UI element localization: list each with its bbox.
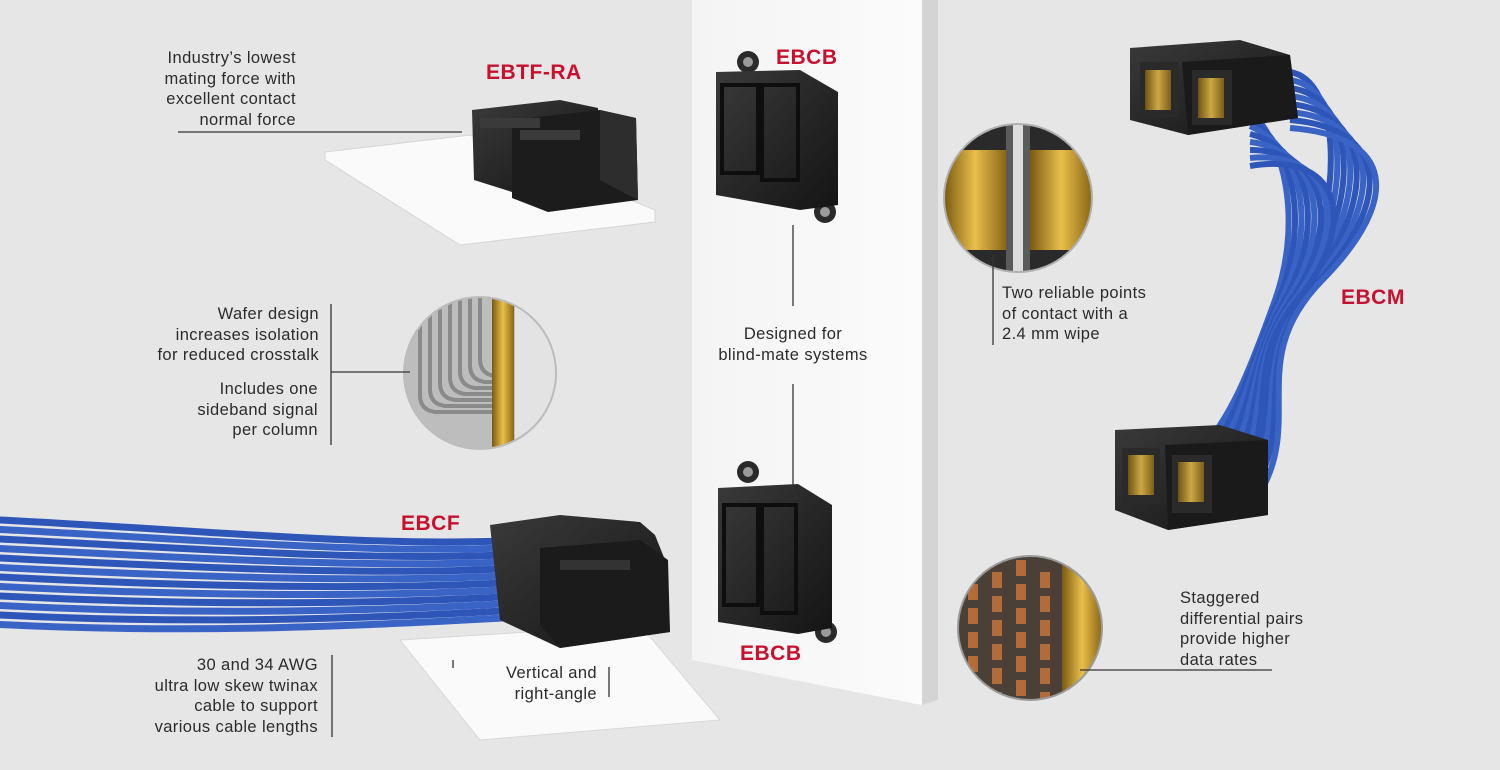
stagger-contact — [992, 668, 1002, 684]
wall-panel-edge — [922, 0, 938, 705]
product-label-ebtf-ra: EBTF-RA — [486, 61, 582, 84]
wafer-detail-magnifier — [403, 296, 557, 450]
ebcm-cable-strand — [1225, 161, 1337, 508]
product-label-ebcf: EBCF — [401, 512, 461, 535]
stagger-contact — [1016, 560, 1026, 576]
callout-cable-awg: 30 and 34 AWG ultra low skew twinax cabl… — [154, 656, 318, 736]
stagger-contact — [992, 644, 1002, 660]
stagger-contact — [1016, 584, 1026, 600]
stagger-contact — [1040, 620, 1050, 636]
callout-vertical: Vertical and right-angle — [505, 664, 597, 703]
wafer-line — [438, 297, 492, 402]
ebcm-cable-strand — [1255, 125, 1380, 498]
ebcf-cable-strand — [0, 606, 524, 624]
callout-mating-force: Industry’s lowest mating force with exce… — [164, 49, 296, 129]
ebcf-cable-strand — [0, 599, 524, 615]
ebcf-cable-strand — [0, 564, 524, 583]
ebcf-cable-strand — [0, 545, 524, 568]
stagger-contact — [1016, 680, 1026, 696]
stagger-contact — [992, 572, 1002, 588]
callout-wafer-design: Wafer design increases isolation for red… — [157, 305, 319, 364]
stagger-contact — [968, 608, 978, 624]
wafer-line — [418, 297, 492, 414]
callout-two-points: Two reliable points of contact with a 2.… — [1002, 284, 1147, 343]
stagger-contact — [1040, 596, 1050, 612]
callout-blind-mate: Designed for blind-mate systems — [718, 325, 868, 364]
product-label-ebcb-top: EBCB — [776, 46, 838, 69]
ebcf-cable-strand — [0, 583, 524, 599]
product-label-ebcb-bottom: EBCB — [740, 642, 802, 665]
ebcf-cable-strand — [0, 613, 524, 633]
callout-staggered: Staggered differential pairs provide hig… — [1180, 589, 1304, 669]
wafer-line — [468, 297, 492, 384]
callout-sideband: Includes one sideband signal per column — [197, 380, 318, 439]
stagger-contact — [968, 656, 978, 672]
wafer-line — [458, 297, 492, 390]
ebcb-connector-top — [716, 51, 838, 223]
stagger-contact — [1040, 668, 1050, 684]
wafer-lines — [418, 297, 496, 414]
stagger-contact — [1040, 572, 1050, 588]
product-label-ebcm: EBCM — [1341, 286, 1405, 309]
stagger-contact — [1040, 644, 1050, 660]
ebcb-connector-bottom — [718, 461, 837, 643]
ebcm-cable-assembly — [1115, 40, 1380, 530]
ebcf-cable-assembly — [0, 515, 722, 741]
ebcm-cables — [1197, 69, 1380, 508]
wafer-line — [448, 297, 492, 396]
ebcf-cable-strand — [0, 592, 524, 607]
stagger-contact — [1016, 656, 1026, 672]
stagger-contact — [1016, 632, 1026, 648]
ebcf-cable-strand — [0, 554, 524, 575]
stagger-contact — [992, 596, 1002, 612]
ebcf-cable-strand — [0, 516, 524, 546]
stagger-contact — [992, 620, 1002, 636]
ebcf-cable-strand — [0, 535, 524, 560]
stagger-contact — [968, 632, 978, 648]
stagger-contact — [1040, 692, 1050, 700]
contact-detail-magnifier — [943, 123, 1093, 273]
ebtf-ra-connector — [324, 100, 656, 246]
wafer-line — [428, 297, 492, 408]
stagger-contact — [968, 584, 978, 600]
leader-lines — [178, 131, 1272, 737]
stagger-contact — [1016, 608, 1026, 624]
ebcf-cable-strand — [0, 526, 524, 553]
ebcf-cable-strand — [0, 573, 524, 591]
ebcf-cables — [0, 516, 524, 633]
